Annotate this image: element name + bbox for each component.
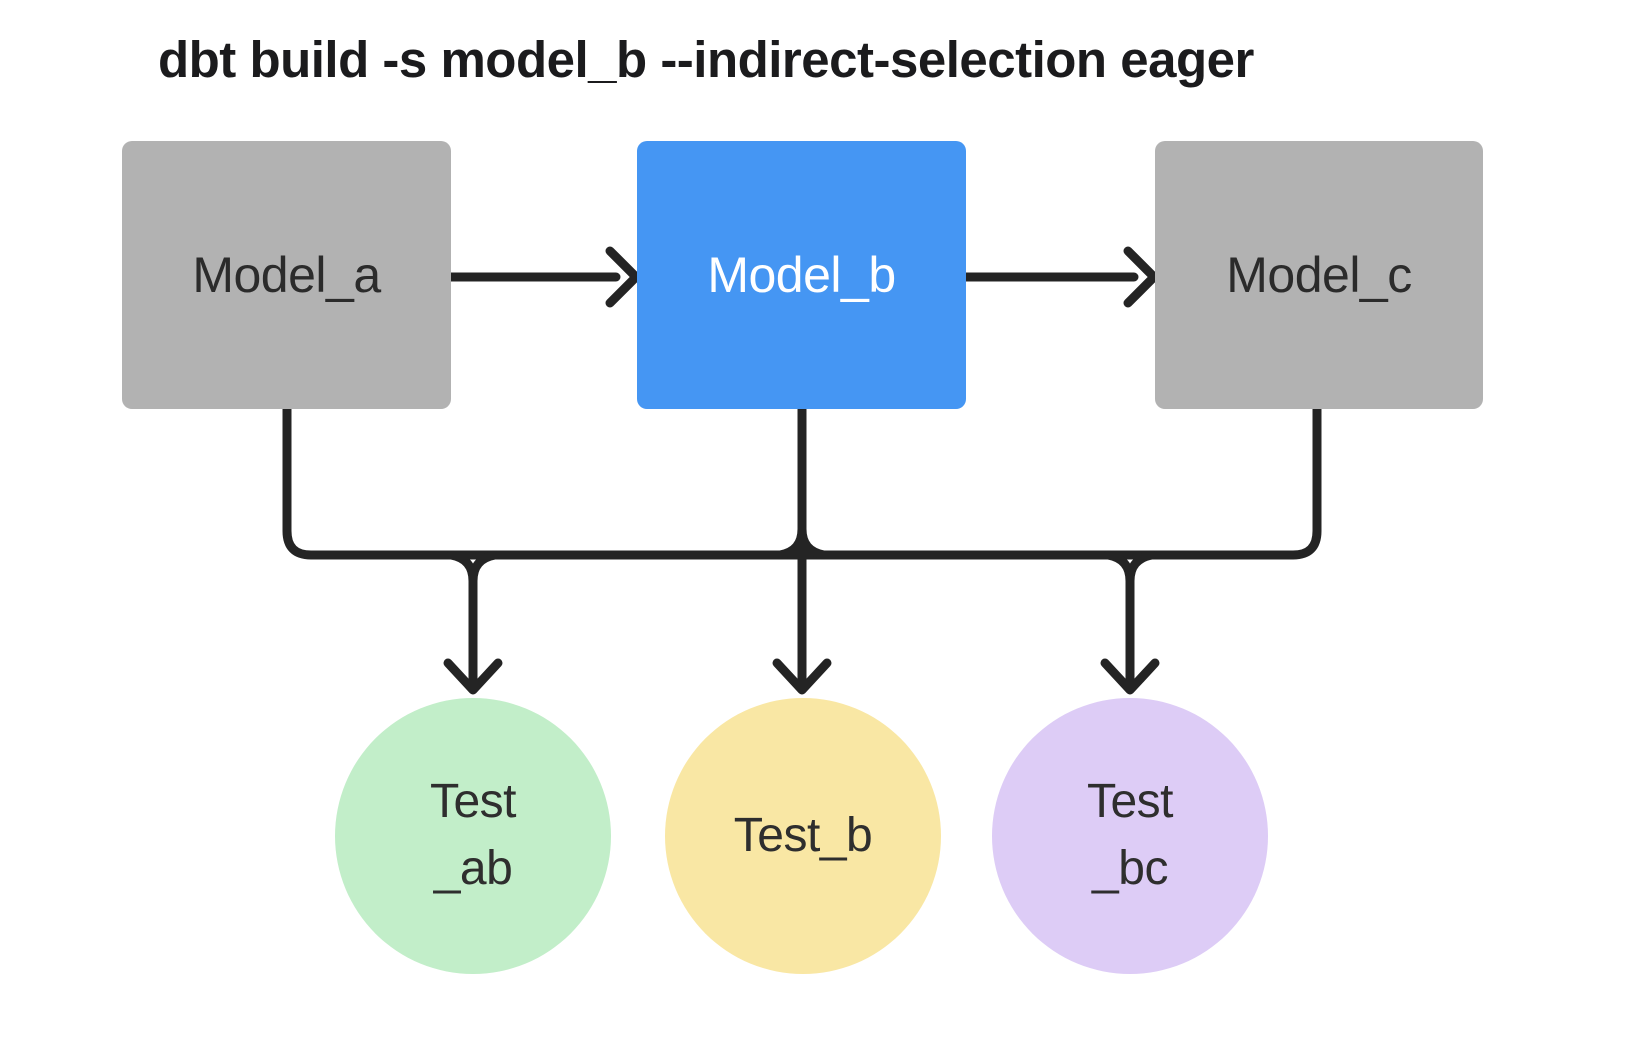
node-test-bc-label-line2: _bc: [1092, 842, 1168, 895]
edge-model-b-to-test-b: [772, 401, 832, 695]
edge-branch-to-test-bc: [1100, 550, 1160, 695]
node-model-b-label: Model_b: [707, 247, 896, 303]
node-test-ab-label-line1: Test: [429, 775, 517, 829]
node-model-a-label: Model_a: [192, 247, 381, 303]
edge-branch-to-test-ab: [443, 550, 503, 695]
node-test-bc-label-line1: Test: [1086, 775, 1174, 829]
node-model-c: Model_c: [1155, 141, 1483, 409]
node-model-c-label: Model_c: [1226, 247, 1412, 303]
node-model-b-selected: Model_b: [637, 141, 966, 409]
node-test-b-label: Test_b: [733, 808, 873, 862]
node-test-b: Test_b: [665, 698, 941, 974]
edge-model-a-to-model-b: [446, 246, 641, 308]
node-test-ab-label-line2: _ab: [433, 842, 513, 895]
command-title: dbt build -s model_b --indirect-selectio…: [158, 31, 1254, 88]
node-test-bc: Test _bc: [992, 698, 1268, 974]
node-model-a: Model_a: [122, 141, 451, 409]
node-test-ab: Test _ab: [335, 698, 611, 974]
edge-model-b-to-model-c: [961, 246, 1159, 308]
